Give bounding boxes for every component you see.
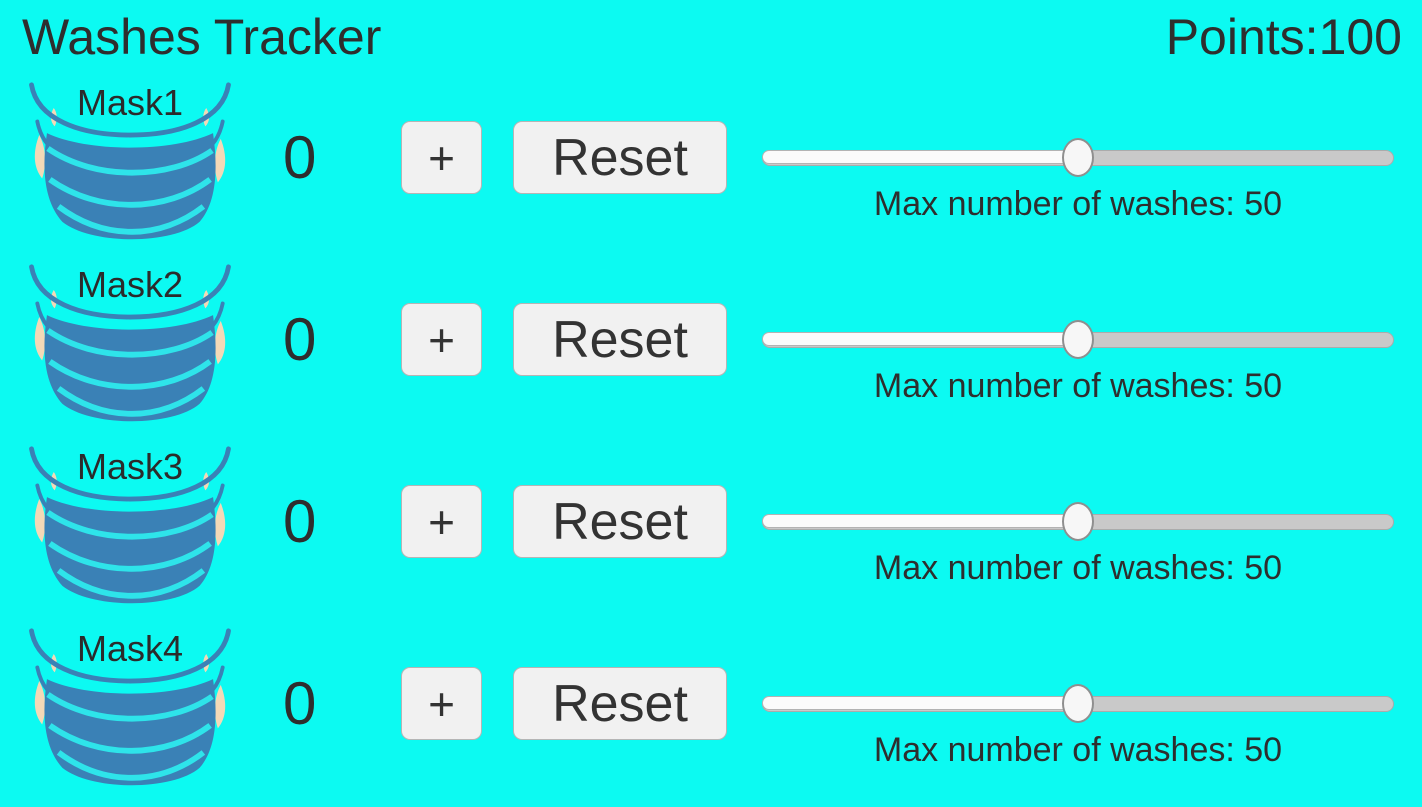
mask-icon xyxy=(29,446,231,604)
mask-name-label: Mask2 xyxy=(76,264,184,305)
points-value: 100 xyxy=(1318,9,1402,65)
max-washes-slider[interactable] xyxy=(762,683,1394,723)
max-washes-label: Max number of washes: 50 xyxy=(873,367,1283,405)
max-washes-control: Max number of washes: 50 xyxy=(762,501,1394,589)
mask-image: Mask1 xyxy=(18,79,242,249)
slider-thumb[interactable] xyxy=(1062,684,1094,723)
slider-thumb[interactable] xyxy=(1062,320,1094,359)
slider-track-fill xyxy=(762,332,1078,346)
reset-button[interactable]: Reset xyxy=(513,667,727,740)
page-title: Washes Tracker xyxy=(22,9,382,65)
max-washes-control: Max number of washes: 50 xyxy=(762,683,1394,771)
points-label: Points: xyxy=(1165,9,1319,65)
mask-name-label: Mask3 xyxy=(76,446,184,487)
increment-button[interactable]: + xyxy=(401,303,482,376)
mask-image: Mask2 xyxy=(18,261,242,431)
mask-row: Mask1 0 + Reset Max number of washes: 50 xyxy=(0,79,1422,261)
mask-name-label: Mask1 xyxy=(76,82,184,123)
max-washes-label: Max number of washes: 50 xyxy=(873,549,1283,587)
max-washes-label: Max number of washes: 50 xyxy=(873,185,1283,223)
max-washes-control: Max number of washes: 50 xyxy=(762,137,1394,225)
slider-track-fill xyxy=(762,514,1078,528)
points-display: Points:100 xyxy=(1166,6,1402,68)
mask-row: Mask3 0 + Reset Max number of washes: 50 xyxy=(0,443,1422,625)
increment-button[interactable]: + xyxy=(401,485,482,558)
mask-icon xyxy=(29,628,231,786)
wash-count: 0 xyxy=(283,670,317,737)
wash-count: 0 xyxy=(283,124,317,191)
slider-thumb[interactable] xyxy=(1062,502,1094,541)
slider-thumb[interactable] xyxy=(1062,138,1094,177)
max-washes-slider[interactable] xyxy=(762,137,1394,177)
increment-button[interactable]: + xyxy=(401,121,482,194)
mask-row: Mask2 0 + Reset Max number of washes: 50 xyxy=(0,261,1422,443)
wash-count: 0 xyxy=(283,306,317,373)
mask-name-label: Mask4 xyxy=(76,628,184,669)
mask-image: Mask3 xyxy=(18,443,242,613)
max-washes-control: Max number of washes: 50 xyxy=(762,319,1394,407)
increment-button[interactable]: + xyxy=(401,667,482,740)
mask-icon xyxy=(29,264,231,422)
max-washes-slider[interactable] xyxy=(762,319,1394,359)
slider-track-fill xyxy=(762,150,1078,164)
reset-button[interactable]: Reset xyxy=(513,485,727,558)
wash-count: 0 xyxy=(283,488,317,555)
mask-row: Mask4 0 + Reset Max number of washes: 50 xyxy=(0,625,1422,807)
reset-button[interactable]: Reset xyxy=(513,303,727,376)
mask-image: Mask4 xyxy=(18,625,242,795)
slider-track-fill xyxy=(762,696,1078,710)
mask-icon xyxy=(29,82,231,240)
max-washes-slider[interactable] xyxy=(762,501,1394,541)
reset-button[interactable]: Reset xyxy=(513,121,727,194)
max-washes-label: Max number of washes: 50 xyxy=(873,731,1283,769)
